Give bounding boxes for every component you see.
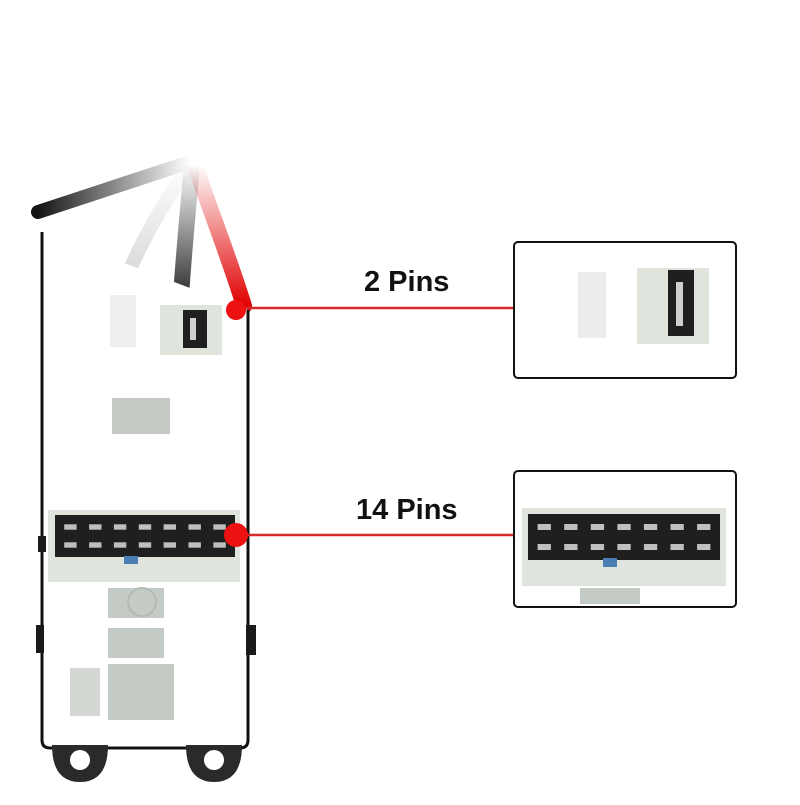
- pin-slot: [537, 524, 551, 530]
- wire-red: [187, 157, 252, 314]
- pin-slot: [617, 524, 631, 530]
- pin-slot: [643, 524, 658, 530]
- side-tab-left-mid: [38, 536, 46, 552]
- pin-slot: [564, 524, 578, 530]
- inset-2pins-ghost: [578, 272, 606, 338]
- side-tab-right: [246, 625, 256, 655]
- side-tab-left: [36, 625, 44, 653]
- socket-14pin-tab: [124, 556, 138, 564]
- inset-2pins-pin: [676, 282, 683, 326]
- callout-label-14pins: 14 Pins: [356, 494, 458, 526]
- lower-patch-mid: [108, 628, 164, 658]
- pin-slot: [670, 544, 684, 550]
- inset-2pin-connector-icon: [513, 241, 737, 379]
- mounting-clip-right-hole: [204, 750, 224, 770]
- label-patch: [112, 398, 170, 434]
- marker-dot-2pins: [226, 300, 246, 320]
- lower-patch-ring: [127, 587, 157, 617]
- socket-2pin-pin: [190, 318, 196, 340]
- inset-14pins-lower: [580, 588, 640, 604]
- pin-slot: [89, 542, 102, 548]
- window-switch-body-icon: [36, 232, 256, 782]
- pin-slot: [213, 542, 226, 548]
- pin-slot: [163, 542, 176, 548]
- pin-slot: [617, 544, 631, 550]
- pin-slot: [537, 544, 551, 550]
- pin-slot: [188, 524, 201, 530]
- pin-slot: [113, 524, 127, 530]
- socket-14pin-pins: [64, 524, 226, 548]
- pin-slot: [670, 524, 684, 530]
- inset-14pins-pins: [537, 524, 711, 550]
- pin-slot: [138, 524, 152, 530]
- pin-slot: [89, 524, 102, 530]
- pin-slot: [163, 524, 176, 530]
- wire-black-left: [31, 155, 197, 219]
- lower-patch-center: [108, 664, 174, 720]
- pin-slot: [64, 542, 77, 548]
- pin-slot: [188, 542, 201, 548]
- socket-ghost-left: [110, 295, 136, 347]
- pin-slot: [697, 544, 711, 550]
- callout-label-2pins: 2 Pins: [364, 266, 450, 298]
- pin-slot: [697, 524, 711, 530]
- pin-slot: [643, 544, 658, 550]
- pin-slot: [590, 544, 605, 550]
- pin-slot: [138, 542, 152, 548]
- pin-slot: [564, 544, 578, 550]
- mounting-clip-left-hole: [70, 750, 90, 770]
- marker-dot-14pins: [224, 523, 248, 547]
- lower-patch-top: [108, 588, 164, 618]
- pin-slot: [213, 524, 226, 530]
- inset-14pins-body: [528, 514, 720, 560]
- pin-slot: [590, 524, 605, 530]
- lower-patch-left: [70, 668, 100, 716]
- socket-14pin-body: [55, 515, 235, 557]
- pin-slot: [113, 542, 127, 548]
- pin-slot: [64, 524, 77, 530]
- housing-outline: [40, 232, 250, 750]
- inset-14pins-tab: [603, 558, 617, 567]
- inset-14pin-connector-icon: [513, 470, 737, 608]
